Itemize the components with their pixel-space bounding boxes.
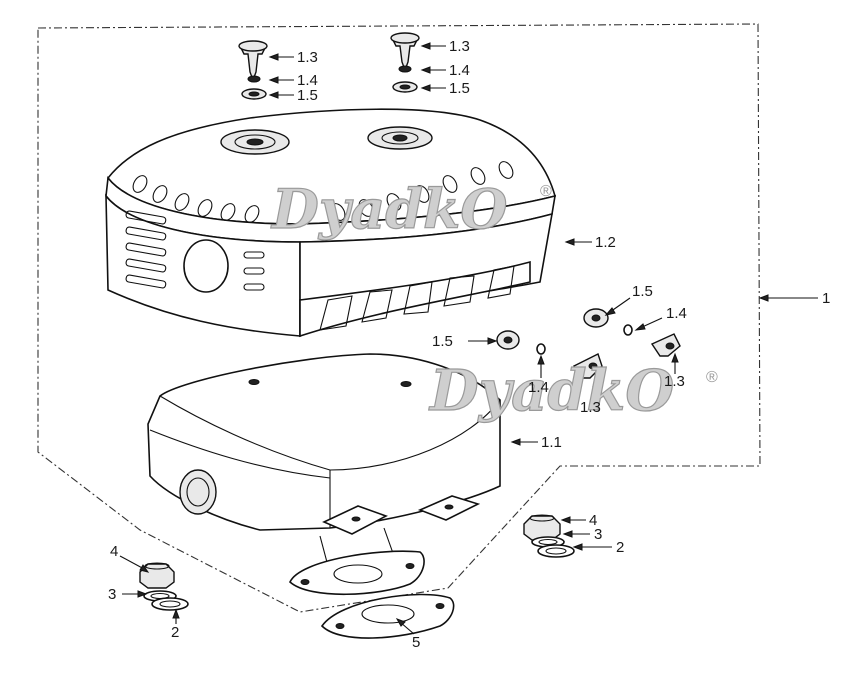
label-muffler-body: 1.1 <box>541 434 562 451</box>
label-washer-top-left: 1.4 <box>297 72 318 89</box>
label-side-screw-1-3-a: 1.3 <box>580 399 601 416</box>
label-nut-left: 4 <box>110 543 118 560</box>
top-fasteners-right <box>390 32 420 93</box>
heat-shield <box>105 108 556 338</box>
label-heat-shield: 1.2 <box>595 234 616 251</box>
label-assembly: 1 <box>822 290 830 307</box>
label-side-washer-1-5-b: 1.5 <box>632 283 653 300</box>
svg-text:DyadkO: DyadkO <box>428 358 674 424</box>
label-flat-washer-right: 2 <box>616 539 624 556</box>
label-side-washer-1-5-a: 1.5 <box>432 333 453 350</box>
label-spring-washer-left: 3 <box>108 586 116 603</box>
watermark-upper: DyadkO ® <box>269 176 552 241</box>
label-screw-top-right: 1.3 <box>449 38 470 55</box>
nut-washers-right <box>523 514 575 558</box>
label-spring-washer-right: 3 <box>594 526 602 543</box>
label-side-screw-1-3-b: 1.3 <box>664 373 685 390</box>
svg-text:DyadkO: DyadkO <box>270 177 507 241</box>
label-side-washer-1-4-a: 1.4 <box>528 379 549 396</box>
top-fasteners-left <box>238 40 268 100</box>
svg-text:®: ® <box>540 183 552 200</box>
nut-washers-left <box>139 562 189 611</box>
label-washer-top-right: 1.4 <box>449 62 470 79</box>
label-nut-right: 4 <box>589 512 597 529</box>
muffler-body <box>147 353 501 596</box>
label-side-washer-1-4-b: 1.4 <box>666 305 687 322</box>
leader-lines <box>119 42 818 635</box>
watermark-lower: DyadkO ® <box>427 357 718 424</box>
label-screw-top-left: 1.3 <box>297 49 318 66</box>
label-gasket: 5 <box>412 634 420 651</box>
side-fasteners <box>496 308 681 379</box>
svg-text:®: ® <box>706 369 718 386</box>
label-spring-washer-top-right: 1.5 <box>449 80 470 97</box>
assembly-boundary <box>37 23 761 613</box>
gasket-part <box>320 593 455 639</box>
label-spring-washer-top-left: 1.5 <box>297 87 318 104</box>
label-flat-washer-left: 2 <box>171 624 179 641</box>
